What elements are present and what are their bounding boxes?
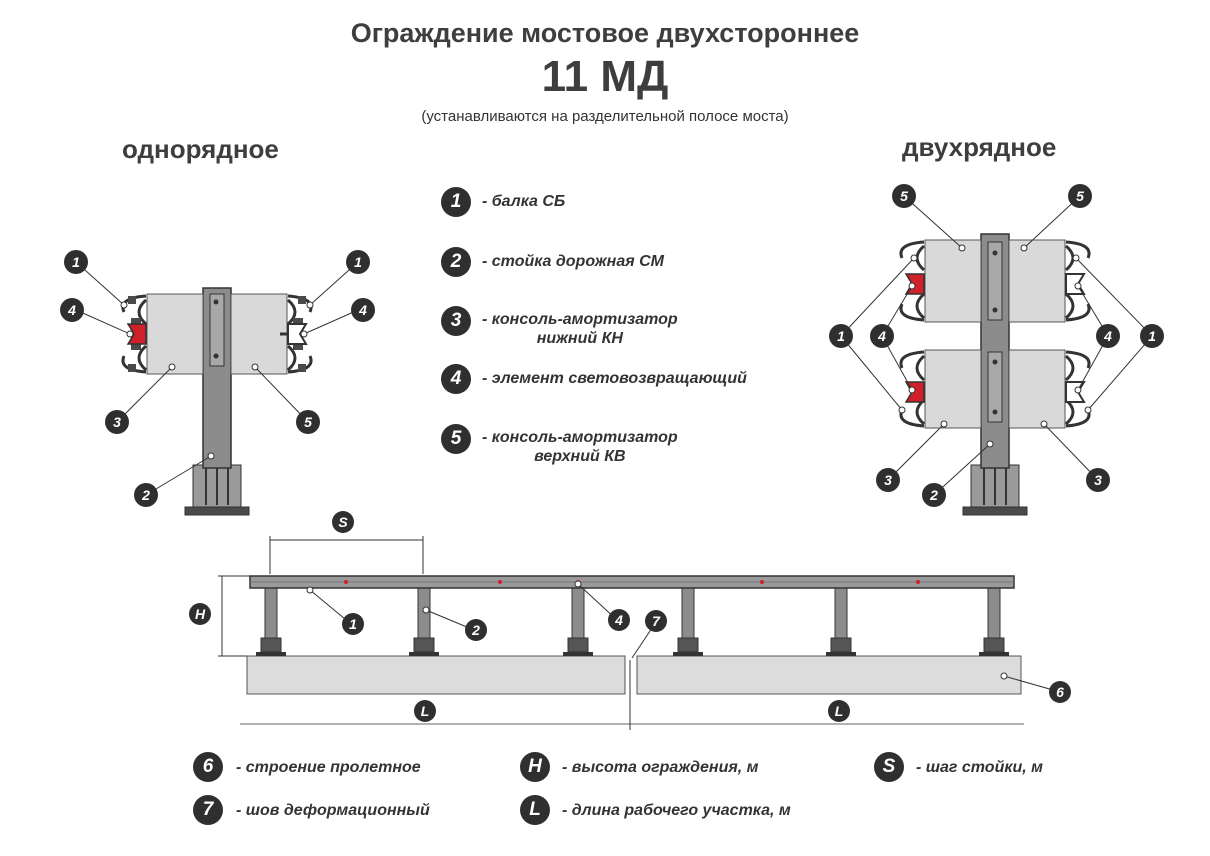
product-code: 11 МД [541, 52, 669, 101]
legend-item-text: - консоль-амортизатор нижний КН [482, 311, 678, 347]
svg-text:4: 4 [1103, 328, 1112, 344]
callout-badges: 1 2 4 7 6 [342, 609, 1071, 703]
legend-badge: L [520, 795, 550, 825]
svg-text:6: 6 [1056, 684, 1064, 700]
side-elevation-view: S H L [189, 511, 1071, 730]
legend-badge: 2 [441, 247, 471, 277]
single-row-heading: однорядное [122, 134, 279, 164]
page-title: Ограждение мостовое двухстороннее [350, 18, 860, 48]
svg-text:4: 4 [877, 328, 886, 344]
legend-badge: H [520, 752, 550, 782]
legend-item-text: - элемент световозвращающий [482, 370, 747, 387]
svg-text:1: 1 [1148, 328, 1156, 344]
legend-badge: 4 [441, 364, 471, 394]
svg-text:1: 1 [354, 254, 362, 270]
svg-text:2: 2 [471, 622, 480, 638]
legend-badge: S [874, 752, 904, 782]
svg-text:L: L [835, 703, 844, 719]
svg-text:3: 3 [113, 414, 121, 430]
legend-item-text: - длина рабочего участка, м [562, 802, 791, 819]
legend-badge: 1 [441, 187, 471, 217]
legend-item-text: - консоль-амортизатор верхний КВ [482, 429, 678, 465]
svg-text:1: 1 [837, 328, 845, 344]
svg-text:L: L [421, 703, 430, 719]
legend-item-text: - строение пролетное [236, 759, 421, 776]
installation-note: (устанавливаются на разделительной полос… [421, 108, 789, 125]
double-row-heading: двухрядное [902, 132, 1057, 162]
svg-text:2: 2 [929, 487, 938, 503]
legend-item-text: - высота ограждения, м [562, 759, 759, 776]
legend-badge: 3 [441, 306, 471, 336]
svg-text:2: 2 [141, 487, 150, 503]
callout-badges: 5 5 1 4 4 1 3 3 2 [829, 184, 1164, 507]
svg-text:H: H [195, 606, 206, 622]
svg-text:5: 5 [1076, 188, 1084, 204]
svg-text:3: 3 [1094, 472, 1102, 488]
double-row-view: 5 5 1 4 4 1 3 3 2 [829, 184, 1164, 516]
svg-text:4: 4 [358, 302, 367, 318]
single-row-view: 1 4 1 4 3 5 2 [60, 250, 375, 516]
svg-text:4: 4 [67, 302, 76, 318]
legend-badge: 6 [193, 752, 223, 782]
legend-badge: 5 [441, 424, 471, 454]
svg-text:5: 5 [304, 414, 312, 430]
svg-text:7: 7 [652, 613, 661, 629]
svg-text:4: 4 [614, 612, 623, 628]
legend-item-text: - балка СБ [482, 193, 566, 210]
callout-badges: 1 4 1 4 3 5 2 [60, 250, 375, 507]
svg-text:5: 5 [900, 188, 908, 204]
legend-item-text: - шаг стойки, м [916, 759, 1043, 776]
svg-text:S: S [338, 514, 348, 530]
svg-text:1: 1 [349, 616, 357, 632]
legend-badge: 7 [193, 795, 223, 825]
legend-item-text: - стойка дорожная СМ [482, 253, 664, 270]
svg-text:3: 3 [884, 472, 892, 488]
legend-item-text: - шов деформационный [236, 802, 430, 819]
svg-text:1: 1 [72, 254, 80, 270]
